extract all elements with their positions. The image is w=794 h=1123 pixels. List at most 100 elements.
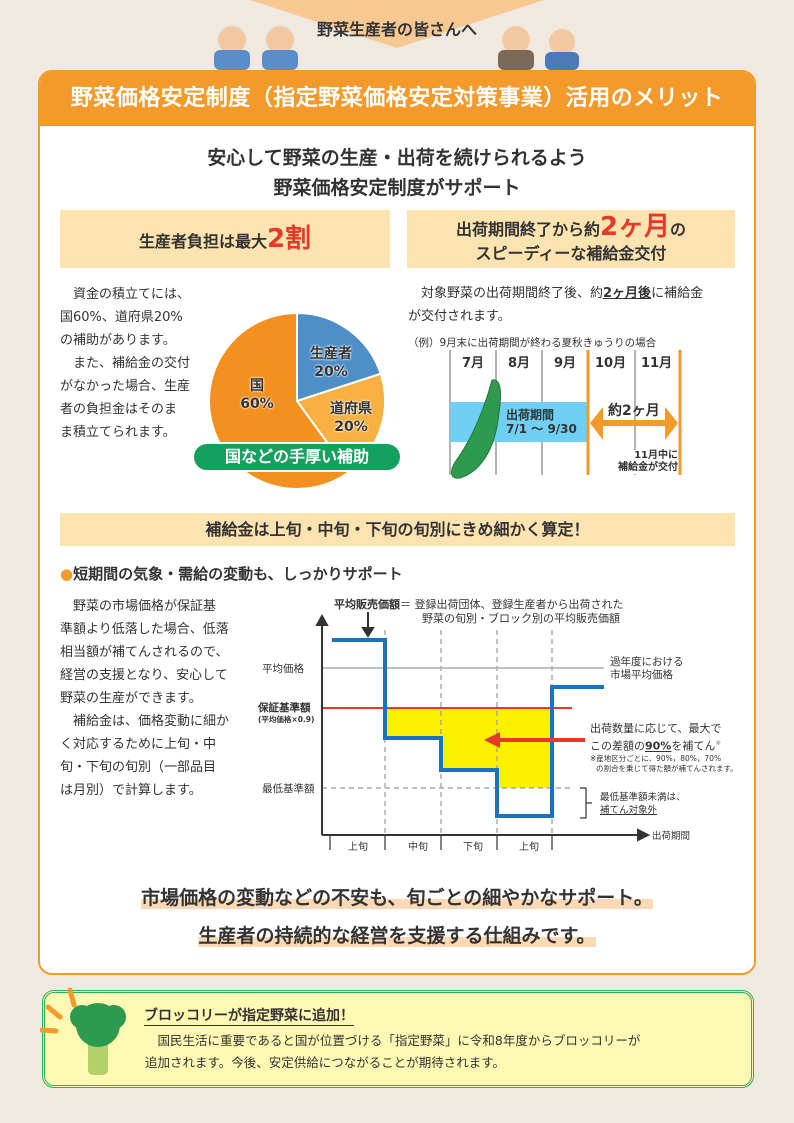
- subtitle-line1: 安心して野菜の生産・出荷を続けられるよう: [207, 147, 587, 169]
- banner-title: 野菜生産者の皆さんへ: [316, 20, 477, 39]
- x-axis-label: 出荷期間: [652, 831, 691, 842]
- pie-value: 60%: [240, 396, 274, 412]
- text-line: がなかった場合、生産: [60, 379, 191, 394]
- text-line: 国60%、道府県20%: [60, 310, 183, 325]
- broccoli-notice: [42, 990, 754, 1088]
- period-label: 中旬: [408, 842, 428, 853]
- text-line: また、補給金の交付: [73, 356, 191, 371]
- period-label: 上旬: [519, 842, 539, 853]
- pie-value: 20%: [334, 419, 368, 435]
- speed-heading-text: 出荷期間終了から約: [455, 220, 600, 239]
- note-part: を補てん: [671, 739, 716, 753]
- guarantee-label: 保証基準額: [258, 702, 311, 714]
- note-line: 出荷数量に応じて、最大で: [590, 722, 722, 735]
- definition: ＝ 登録出荷団体、登録生産者から出荷された: [400, 598, 624, 611]
- label-line: 過年度における: [610, 656, 684, 668]
- text-line: 相当額が補てんされるので、: [60, 645, 229, 660]
- subtitle-line2: 野菜価格安定制度がサポート: [273, 177, 521, 199]
- text-line: 野菜の市場価格が保証基: [73, 599, 217, 614]
- burden-heading-highlight: 2割: [266, 224, 312, 254]
- bullet-text: 短期間の気象・需給の変動も、しっかりサポート: [73, 565, 403, 583]
- month-label: 8月: [508, 356, 531, 371]
- period-label: 下旬: [463, 842, 483, 853]
- period-label: 上旬: [348, 842, 368, 853]
- speed-text: 対象野菜の出荷期間終了後、約2ヶ月後に補給金 が交付されます。: [408, 282, 738, 328]
- closing-text: 生産者の持続的な経営を支援する仕組みです。: [198, 925, 596, 947]
- two-month-arrow: [590, 407, 678, 440]
- month-label: 11月: [641, 356, 673, 371]
- note-mark: ※: [715, 739, 722, 747]
- pie-slice: [296, 311, 382, 403]
- top-banner: [214, 0, 579, 70]
- payment-line: 11月中に: [634, 450, 678, 461]
- cucumber-icon: [451, 379, 501, 479]
- closing-line2: 生産者の持続的な経営を支援する仕組みです。: [0, 921, 794, 948]
- calc-bullet: ●短期間の気象・需給の変動も、しっかりサポート: [60, 563, 403, 584]
- speed-heading-line2: スピーディーな補給金交付: [475, 244, 667, 263]
- month-label: 9月: [554, 356, 577, 371]
- text-emphasis: 2ヶ月後: [603, 286, 652, 301]
- text-line: の補助があります。: [60, 333, 176, 348]
- text-line: は月別）で計算します。: [60, 783, 202, 798]
- interval-label: 約2ヶ月: [608, 403, 660, 419]
- speed-heading-text: の: [670, 220, 687, 239]
- text-part: 対象野菜の出荷期間終了後、約: [421, 286, 604, 301]
- note-emphasis: 90%: [645, 739, 672, 753]
- burden-text: 資金の積立てには、 国60%、道府県20% の補助があります。 また、補給金の交…: [60, 283, 200, 444]
- compensation-note: 出荷数量に応じて、最大でこの差額の90%を補てん※ ※産地区分ごとに、90%，8…: [590, 722, 738, 774]
- text-line: が交付されます。: [408, 309, 511, 324]
- note-line: 最低基準額未満は、: [600, 792, 686, 803]
- burden-heading: 生産者負担は最大2割: [60, 210, 390, 268]
- below-minimum-note: 最低基準額未満は、補てん対象外: [600, 791, 686, 817]
- definition: 野菜の旬別・ブロック別の平均販売価額: [422, 612, 620, 625]
- pie-label: 生産者: [310, 346, 352, 362]
- bullet-dot-icon: ●: [60, 565, 74, 583]
- text-part: に補給金: [651, 286, 704, 301]
- term: 平均販売価額: [334, 598, 400, 611]
- closing-line1: 市場価格の変動などの不安も、旬ごとの細やかなサポート。: [0, 883, 794, 910]
- note-part: この差額の: [590, 739, 645, 753]
- calc-text: 野菜の市場価格が保証基 準額より低落した場合、低落 相当額が補てんされるので、 …: [60, 595, 260, 802]
- note-small: の割合を乗じて得た額が補てんされます。: [596, 763, 738, 773]
- payment-note: 11月中に補給金が交付: [600, 450, 678, 474]
- notice-line: 追加されます。今後、安定供給につながることが期待されます。: [145, 1055, 506, 1070]
- text-line: く対応するために上旬・中: [60, 737, 217, 752]
- pie-value: 20%: [314, 364, 348, 380]
- note-line: 補てん対象外: [600, 805, 658, 816]
- text-line: 経営の支援となり、安心して: [60, 668, 228, 683]
- closing-text: 市場価格の変動などの不安も、旬ごとの細やかなサポート。: [141, 887, 653, 909]
- past-average-label: 過年度における市場平均価格: [610, 656, 684, 682]
- timeline-diagram: [449, 350, 682, 479]
- notice-title: ブロッコリーが指定野菜に追加！: [144, 1005, 354, 1026]
- main-title: 野菜価格安定制度（指定野菜価格安定対策事業）活用のメリット: [40, 72, 754, 126]
- notice-line: 国民生活に重要であると国が位置づける「指定野菜」に令和8年度からブロッコリーが: [157, 1033, 641, 1048]
- period-label: 出荷期間: [506, 408, 555, 422]
- minimum-label: 最低基準額: [262, 783, 315, 795]
- calc-heading: 補給金は上旬・中旬・下旬の旬別にきめ細かく算定！: [60, 513, 735, 546]
- pie-label-national: 国 60%: [222, 377, 292, 413]
- pie-label-prefecture: 道府県 20%: [316, 400, 386, 436]
- speed-heading-highlight: 2ヶ月: [599, 212, 671, 242]
- guarantee-note: (平均価格×0.9): [258, 715, 315, 724]
- farmer-illustrations: [214, 26, 579, 70]
- avg-price-label: 平均価格: [262, 663, 304, 675]
- payment-line: 補給金が交付: [618, 462, 678, 473]
- text-line: ま積立てられます。: [60, 425, 176, 440]
- text-line: 資金の積立てには、: [73, 287, 191, 302]
- speed-heading: 出荷期間終了から約2ヶ月の スピーディーな補給金交付: [407, 210, 735, 268]
- label-line: 市場平均価格: [610, 669, 673, 681]
- text-line: 補給金は、価格変動に細か: [73, 714, 230, 729]
- text-line: 準額より低落した場合、低落: [60, 622, 229, 637]
- month-label: 7月: [462, 356, 485, 371]
- text-line: 者の負担金はそのま: [60, 402, 178, 417]
- note-small: ※産地区分ごとに、90%，80%，70%: [590, 753, 722, 763]
- pie-label: 国: [250, 378, 264, 394]
- period-dates: 7/1 〜 9/30: [506, 422, 577, 436]
- pie-label-producer: 生産者 20%: [296, 345, 366, 381]
- avg-sale-definition: 平均販売価額＝ 登録出荷団体、登録生産者から出荷された野菜の旬別・ブロック別の平…: [334, 598, 624, 626]
- month-label: 10月: [595, 356, 627, 371]
- burden-heading-text: 生産者負担は最大: [138, 232, 267, 251]
- pie-label: 道府県: [330, 401, 372, 417]
- broccoli-mascot-icon: [40, 987, 126, 1075]
